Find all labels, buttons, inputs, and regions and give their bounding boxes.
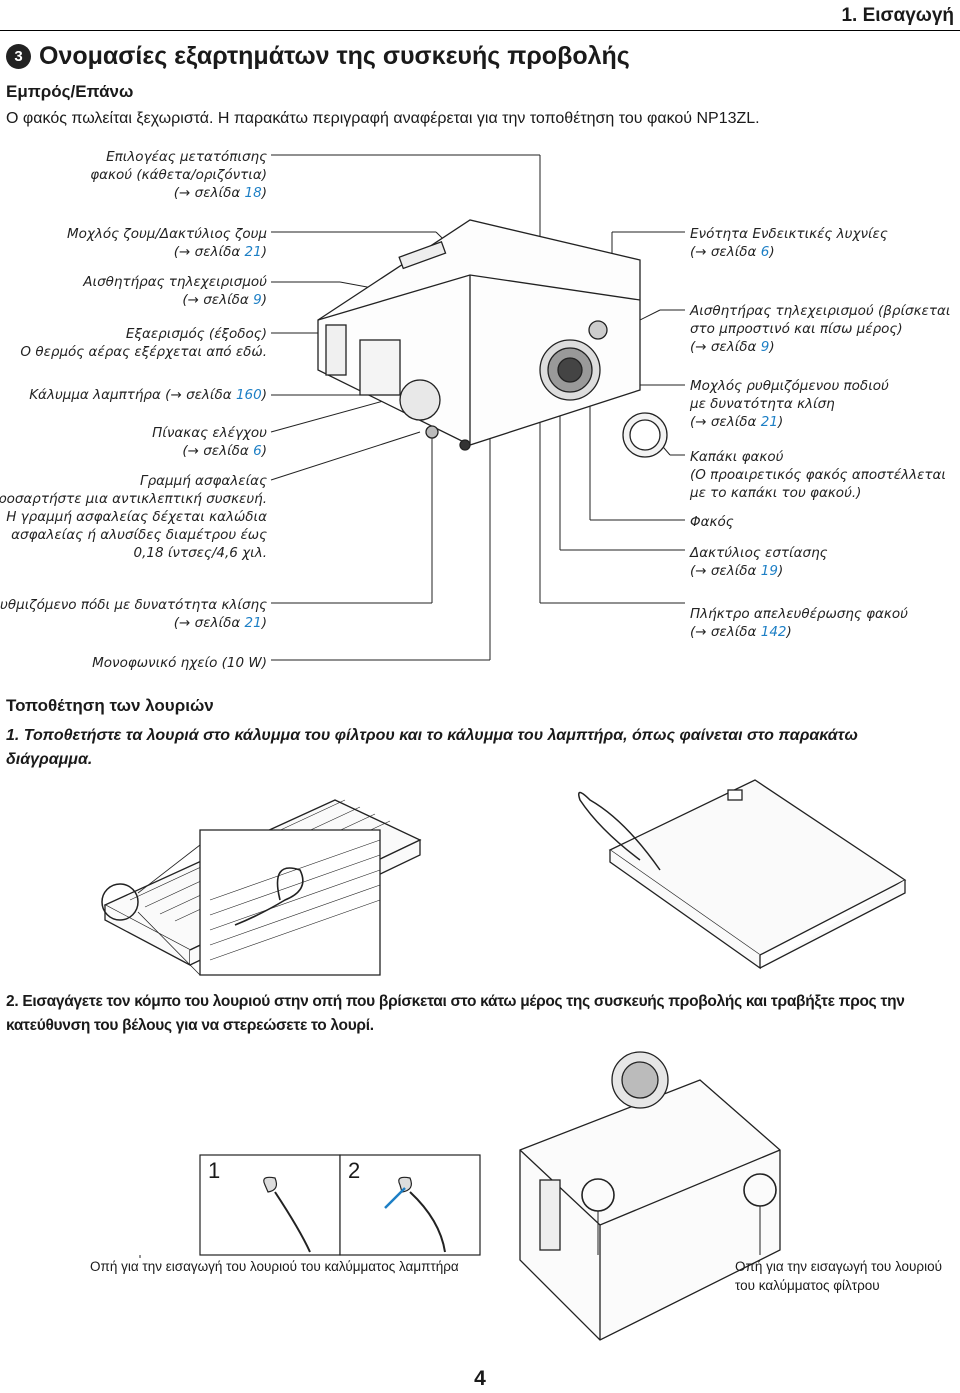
- label-lamp-cover: Κάλυμμα λαμπτήρα (→ σελίδα 160): [29, 387, 267, 403]
- caption-lamp-strap-hole: Οπή για την εισαγωγή του λουριού του καλ…: [90, 1259, 459, 1274]
- chapter-title: 1. Εισαγωγή: [841, 5, 954, 26]
- label-indicator-section: Ενότητα Ενδεικτικές λυχνίες (→ σελίδα 6): [690, 226, 888, 260]
- inset-2-number: 2: [348, 1158, 361, 1183]
- label-remote-sensor-right: Αισθητήρας τηλεχειρισμού (βρίσκεται στο …: [690, 303, 951, 355]
- label-lens-release: Πλήκτρο απελευθέρωσης φακού (→ σελίδα 14…: [690, 606, 908, 640]
- label-lens: Φακός: [690, 514, 734, 530]
- caption-filter-strap-hole: Οπή για την εισαγωγή του λουριού του καλ…: [735, 1259, 942, 1293]
- projector-diagram: [270, 154, 685, 661]
- label-tilt-foot-lever: Μοχλός ρυθμιζόμενου ποδιού με δυνατότητα…: [690, 378, 889, 430]
- label-speaker: Μονοφωνικό ηχείο (10 W): [92, 655, 267, 671]
- label-lens-cap: Καπάκι φακού (Ο προαιρετικός φακός αποστ…: [690, 449, 946, 501]
- section-number-badge: 3: [6, 44, 31, 69]
- strap-step-2: 2. Εισαγάγετε τον κόμπο του λουριού στην…: [6, 993, 905, 1034]
- label-focus-ring: Δακτύλιος εστίασης (→ σελίδα 19): [690, 545, 828, 579]
- section-title-text: Ονομασίες εξαρτημάτων της συσκευής προβο…: [39, 42, 630, 70]
- header-rule: [0, 30, 960, 31]
- section-subtitle: Εμπρός/Επάνω: [6, 82, 134, 101]
- label-tilt-foot: Ρυθμιζόμενο πόδι με δυνατότητα κλίσης (→…: [0, 597, 267, 631]
- straps-title: Τοποθέτηση των λουριών: [6, 696, 214, 715]
- section-note: Ο φακός πωλείται ξεχωριστά. Η παρακάτω π…: [6, 110, 760, 127]
- section-title: 3 Ονομασίες εξαρτημάτων της συσκευής προ…: [6, 42, 630, 71]
- label-lens-shift-selector: Επιλογέας μετατόπισης φακού (κάθετα/οριζ…: [90, 149, 267, 201]
- page-number: 4: [474, 1367, 486, 1390]
- inset-1-number: 1: [208, 1158, 221, 1183]
- label-vent-outlet: Εξαερισμός (έξοδος) Ο θερμός αέρας εξέρχ…: [20, 326, 267, 360]
- label-remote-sensor-left: Αισθητήρας τηλεχειρισμού (→ σελίδα 9): [83, 274, 267, 308]
- label-control-panel: Πίνακας ελέγχου (→ σελίδα 6): [152, 425, 267, 459]
- label-zoom-lever: Μοχλός ζουμ/Δακτύλιος ζουμ (→ σελίδα 21): [67, 226, 267, 260]
- strap-step-1: 1. Τοποθετήστε τα λουριά στο κάλυμμα του…: [6, 727, 858, 768]
- label-security-bar: Γραμμή ασφαλείας Προσαρτήστε μια αντικλε…: [0, 473, 267, 561]
